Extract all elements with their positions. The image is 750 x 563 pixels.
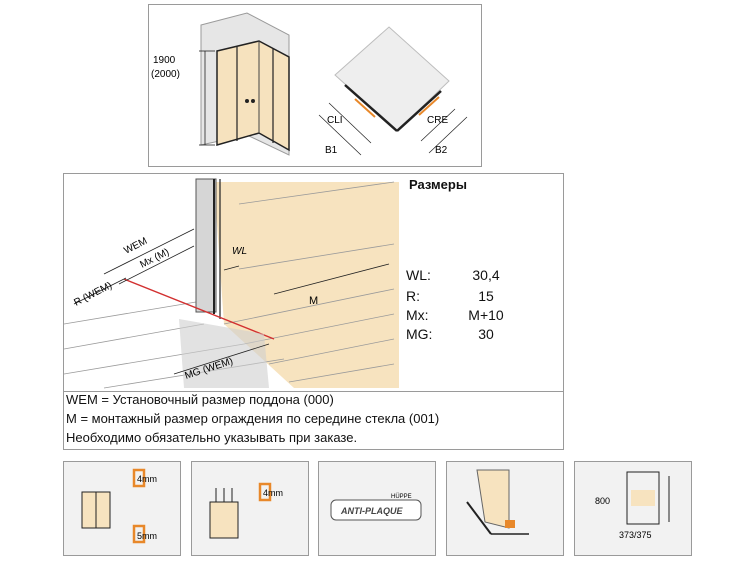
dimension-key: Mx: (406, 307, 429, 323)
dimension-value: 30 (478, 326, 494, 342)
cl-label: CLI (327, 115, 343, 126)
dimension-key: WL: (406, 267, 431, 283)
dimension-value: 15 (478, 288, 494, 304)
enclosure-overview-panel: 1900 (2000) CLI CRE B1 B2 (148, 4, 482, 167)
step-shade (179, 319, 269, 388)
m-label: M (309, 295, 318, 307)
height-label: 1900 (153, 55, 176, 66)
door-height-label: 800 (595, 496, 610, 506)
door-handle-left (245, 99, 249, 103)
mx-label: Mx (M) (138, 247, 171, 271)
door-handle-right (251, 99, 255, 103)
detail-panel: WEM Mx (M) R (WEM) WL M MG (WEM) Размеры… (63, 173, 564, 450)
feature-icon-profile (446, 461, 564, 556)
feature-icon-glass-thickness-2: 4mm (191, 461, 309, 556)
dimension-value: M+10 (468, 307, 504, 323)
red-baseline (123, 278, 275, 340)
door-width-label: 373/375 (619, 530, 652, 540)
enclosure-overview-drawing: 1900 (2000) CLI CRE B1 B2 (151, 12, 468, 156)
dimension-key: MG: (406, 326, 433, 342)
feature-icon-anti-plaque: HÜPPE ANTI-PLAQUE (318, 461, 436, 556)
thickness-label: 4mm (263, 488, 283, 498)
thickness-top-label: 4mm (137, 474, 157, 484)
anti-plaque-label: ANTI-PLAQUE (340, 506, 403, 516)
r-label: R (WEM) (72, 280, 114, 308)
dimension-key: R: (406, 288, 420, 304)
b2-label: B2 (435, 145, 448, 156)
cre-label: CRE (427, 115, 448, 126)
brand-label: HÜPPE (391, 493, 412, 500)
note-wem: WEM = Установочный размер поддона (000) (66, 392, 334, 407)
enclosure-frame (216, 40, 290, 152)
height-label-alt: (2000) (151, 69, 180, 80)
dimension-value: 30,4 (472, 267, 500, 283)
note-m: M = монтажный размер ограждения по серед… (66, 411, 440, 426)
seal-shape (505, 520, 515, 528)
feature-icon-door-size: 800 373/375 (574, 461, 692, 556)
installation-detail-drawing: WEM Mx (M) R (WEM) WL M MG (WEM) (64, 178, 399, 389)
feature-icon-glass-thickness: 4mm 5mm (63, 461, 181, 556)
dimensions-title: Размеры (409, 177, 467, 192)
wl-label: WL (232, 246, 247, 257)
note-order: Необходимо обязательно указывать при зак… (66, 430, 358, 445)
b1-label: B1 (325, 145, 338, 156)
thickness-bottom-label: 5mm (137, 531, 157, 541)
